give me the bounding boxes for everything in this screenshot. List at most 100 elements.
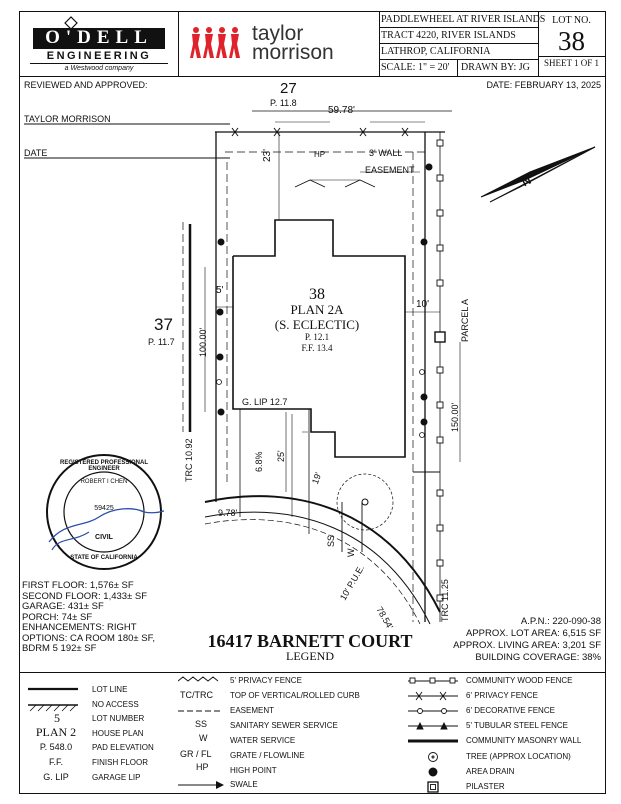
legend-lot-number: LOT NUMBER xyxy=(92,714,145,723)
legend-decorative-fence: 6' DECORATIVE FENCE xyxy=(466,706,555,715)
area-summary: FIRST FLOOR: 1,576± SF SECOND FLOOR: 1,4… xyxy=(22,580,155,655)
stamp-name: ROBERT I CHEN xyxy=(80,479,128,485)
address-block: 16417 BARNETT COURT LEGEND xyxy=(190,632,430,663)
reviewed-label: REVIEWED AND APPROVED: xyxy=(24,80,148,90)
legend-glip: GARAGE LIP xyxy=(92,773,141,782)
legend-gr: GRATE / FLOWLINE xyxy=(230,751,305,760)
legend-gr-symbol: GR / FL xyxy=(180,749,212,759)
legend-tree: TREE (APPROX LOCATION) xyxy=(466,752,571,761)
company-sub: ENGINEERING xyxy=(30,50,168,64)
house-ff: F.F. 13.4 xyxy=(301,343,333,353)
legend-title: LEGEND xyxy=(286,649,334,663)
trc-left: TRC 10.92 xyxy=(184,438,194,482)
building-coverage: BUILDING COVERAGE: 38% xyxy=(475,652,601,663)
legend-glip-symbol: G. LIP xyxy=(43,772,69,782)
water-label: W xyxy=(346,548,356,558)
area-line: SECOND FLOOR: 1,433± SF xyxy=(22,590,148,602)
project-info: PADDLEWHEEL AT RIVER ISLANDS TRACT 4220,… xyxy=(379,12,545,76)
project-line-2: TRACT 4220, RIVER ISLANDS xyxy=(379,28,538,44)
adj-lot-top: 27 xyxy=(280,80,297,97)
legend-swale: SWALE xyxy=(230,780,258,789)
front-setback: 23' xyxy=(262,148,273,162)
left-side-setback: 5' xyxy=(216,285,224,296)
lot-label: LOT NO. xyxy=(552,15,591,26)
legend-pad-symbol: P. 548.0 xyxy=(39,742,73,752)
engineer-stamp: REGISTERED PROFESSIONAL ENGINEER ROBERT … xyxy=(44,452,175,572)
driveway-slope: 6.8% xyxy=(254,451,264,472)
legend-drain: AREA DRAIN xyxy=(466,767,515,776)
legend-tc-symbol: TC/TRC xyxy=(180,690,213,700)
plot-plan-sheet: O'DELL ENGINEERING a Westwood company ta… xyxy=(19,11,606,794)
house-lot-number: 38 xyxy=(309,286,325,303)
apn: A.P.N.: 220-090-38 xyxy=(520,616,601,627)
right-dimension: 150.00' xyxy=(450,402,460,432)
lot-box: LOT NO. 38 SHEET 1 OF 1 xyxy=(538,12,605,76)
legend-no-access: NO ACCESS xyxy=(92,700,139,709)
house-pad: P. 12.1 xyxy=(304,332,330,342)
legend-hp: HIGH POINT xyxy=(230,766,277,775)
drawn-by: DRAWN BY: JG xyxy=(457,60,530,76)
company-tagline: a Westwood company xyxy=(64,65,134,72)
adj-lot-left-pad: P. 11.7 xyxy=(148,337,175,347)
area-line: ENHANCEMENTS: RIGHT xyxy=(22,622,137,633)
trc-right: TRC 11.25 xyxy=(440,579,450,622)
adj-lot-top-pad: P. 11.8 xyxy=(270,98,297,108)
legend-ss-symbol: SS xyxy=(195,719,208,729)
area-line: BDRM 5 192± SF xyxy=(22,643,97,654)
left-dimension: 100.00' xyxy=(198,327,208,357)
legend-privacy-fence-6: 6' PRIVACY FENCE xyxy=(466,691,538,700)
title-block: O'DELL ENGINEERING a Westwood company ta… xyxy=(20,12,605,77)
site-plan xyxy=(24,110,596,625)
legend: LOT LINE NO ACCESS 5 LOT NUMBER PLAN 2 H… xyxy=(20,672,605,796)
legend-pilaster: PILASTER xyxy=(466,782,505,791)
sewer-label: SS xyxy=(326,534,336,547)
lot-area: APPROX. LOT AREA: 6,515 SF xyxy=(466,628,601,639)
legend-steel-fence: 5' TUBULAR STEEL FENCE xyxy=(466,721,568,730)
legend-hp-symbol: HP xyxy=(196,762,209,772)
stamp-number: 59425 xyxy=(94,505,114,512)
legend-ff: FINISH FLOOR xyxy=(92,758,149,767)
project-line-1: PADDLEWHEEL AT RIVER ISLANDS xyxy=(379,12,545,28)
arc-dimension: 9.78' xyxy=(218,508,238,518)
date-line-label: DATE xyxy=(24,148,48,158)
legend-lot-number-symbol: 5 xyxy=(54,711,60,725)
stamp-state: STATE OF CALIFORNIA xyxy=(70,555,138,561)
right-side-setback: 10' xyxy=(416,299,430,310)
parcel-label: PARCEL A xyxy=(460,298,470,342)
area-line: FIRST FLOOR: 1,576± SF xyxy=(22,580,134,591)
house-label: 38 PLAN 2A (S. ECLECTIC) P. 12.1 F.F. 13… xyxy=(252,287,382,354)
legend-house-plan: HOUSE PLAN xyxy=(92,729,144,738)
lot-stats: A.P.N.: 220-090-38 APPROX. LOT AREA: 6,5… xyxy=(453,616,601,664)
project-line-3: LATHROP, CALIFORNIA xyxy=(379,44,538,60)
top-dimension: 59.78' xyxy=(328,105,355,116)
legend-privacy-fence-5: 5' PRIVACY FENCE xyxy=(230,676,302,685)
odell-logo: O'DELL ENGINEERING a Westwood company xyxy=(20,12,179,76)
adj-lot-left: 37 xyxy=(154,315,173,334)
street-address: 16417 BARNETT COURT xyxy=(207,631,413,651)
legend-tc: TOP OF VERTICAL/ROLLED CURB xyxy=(230,691,360,700)
garage-lip: G. LIP 12.7 xyxy=(242,397,288,407)
high-point: HP xyxy=(314,150,326,159)
legend-ss: SANITARY SEWER SERVICE xyxy=(230,721,338,730)
lot-number: 38 xyxy=(558,26,585,56)
area-line: PORCH: 74± SF xyxy=(22,611,93,623)
people-logo-icon xyxy=(190,27,240,58)
area-line: OPTIONS: CA ROOM 180± SF, xyxy=(22,632,155,644)
area-line: GARAGE: 431± SF xyxy=(22,601,104,612)
driveway-length: 25' xyxy=(276,450,286,462)
legend-pad: PAD ELEVATION xyxy=(92,743,154,752)
legend-w: WATER SERVICE xyxy=(230,736,296,745)
legend-lot-line: LOT LINE xyxy=(92,685,128,694)
living-area: APPROX. LIVING AREA: 3,201 SF xyxy=(453,640,601,651)
legend-easement: EASEMENT xyxy=(230,706,275,715)
wall-label: 3' WALL xyxy=(369,148,403,158)
house-elevation: (S. ECLECTIC) xyxy=(274,317,360,332)
company-name: O'DELL xyxy=(45,27,153,48)
legend-masonry-wall: COMMUNITY MASONRY WALL xyxy=(466,736,582,745)
approver-label: TAYLOR MORRISON xyxy=(24,114,111,124)
legend-plan-symbol: PLAN 2 xyxy=(35,725,77,739)
legend-ff-symbol: F.F. xyxy=(48,757,63,767)
stamp-discipline: CIVIL xyxy=(95,534,113,541)
legend-w-symbol: W xyxy=(199,733,208,743)
scale: SCALE: 1" = 20' xyxy=(381,62,450,73)
